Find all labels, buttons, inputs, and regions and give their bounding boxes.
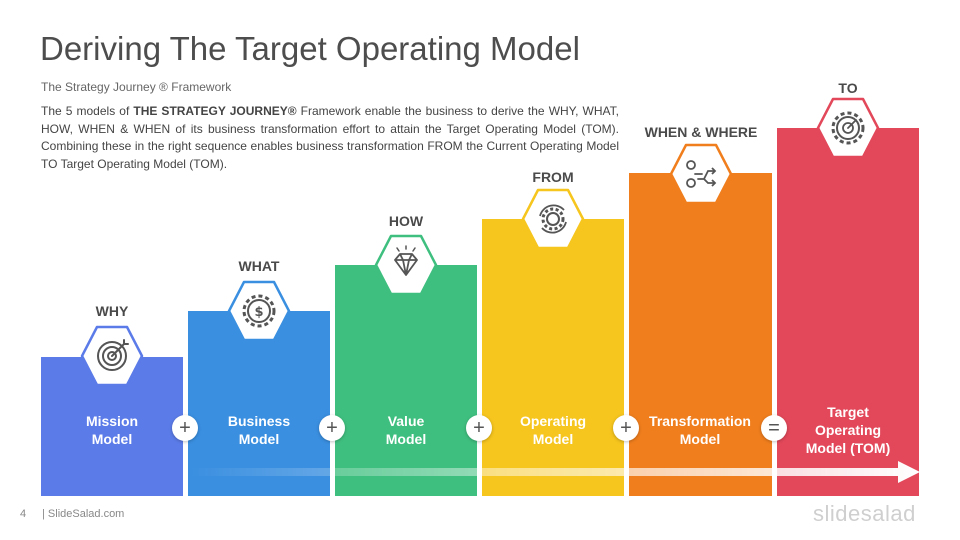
model-line: Operating (519, 413, 587, 429)
model-line: Target (827, 404, 869, 420)
step-label-how: HOW (388, 213, 424, 229)
model-line: Transformation (649, 413, 751, 429)
bar-to (777, 128, 919, 496)
plus-operator-1: + (172, 415, 198, 441)
target-icon (80, 325, 144, 387)
step-label-what: WHAT (238, 258, 280, 274)
step-label-from: FROM (532, 169, 574, 185)
bar-when-where (629, 173, 772, 496)
plus-operator-2: + (319, 415, 345, 441)
plus-operator-4: + (613, 415, 639, 441)
step-label-why: WHY (95, 303, 129, 319)
network-icon (669, 143, 733, 205)
body-text-pre: The 5 models of (41, 104, 134, 118)
progress-arrow (190, 461, 920, 483)
diamond-icon (374, 234, 438, 296)
slide-body-text: The 5 models of THE STRATEGY JOURNEY® Fr… (41, 103, 619, 173)
model-line: Business (227, 413, 291, 429)
footer-site-link: | SlideSalad.com (42, 508, 125, 520)
bar-how (335, 265, 477, 496)
step-label-when-where: WHEN & WHERE (644, 124, 758, 140)
model-line: Operating (814, 422, 882, 438)
model-line: Model (385, 431, 427, 447)
model-line: Model (TOM) (805, 440, 891, 456)
gear-target-icon (816, 97, 880, 159)
bar-what (188, 311, 330, 496)
model-line: Model (679, 431, 721, 447)
body-text-bold: THE STRATEGY JOURNEY® (133, 104, 297, 118)
slidesalad-logo: slidesalad (813, 501, 916, 526)
model-line: Model (238, 431, 280, 447)
model-line: Value (387, 413, 425, 429)
body-text-post: Framework enable the business to derive … (41, 104, 619, 171)
model-line: Model (91, 431, 133, 447)
step-label-to: TO (838, 80, 858, 96)
slide-title: Deriving The Target Operating Model (40, 30, 580, 67)
model-line: Model (532, 431, 574, 447)
gear-dollar-icon: $ (227, 280, 291, 342)
bar-from (482, 219, 624, 496)
page-number: 4 (20, 508, 27, 520)
gear-cycle-icon (521, 188, 585, 250)
equals-operator: = (761, 415, 787, 441)
plus-operator-3: + (466, 415, 492, 441)
svg-text:$: $ (254, 305, 263, 320)
slide-subtitle: The Strategy Journey ® Framework (41, 80, 232, 94)
model-line: Mission (85, 413, 139, 429)
